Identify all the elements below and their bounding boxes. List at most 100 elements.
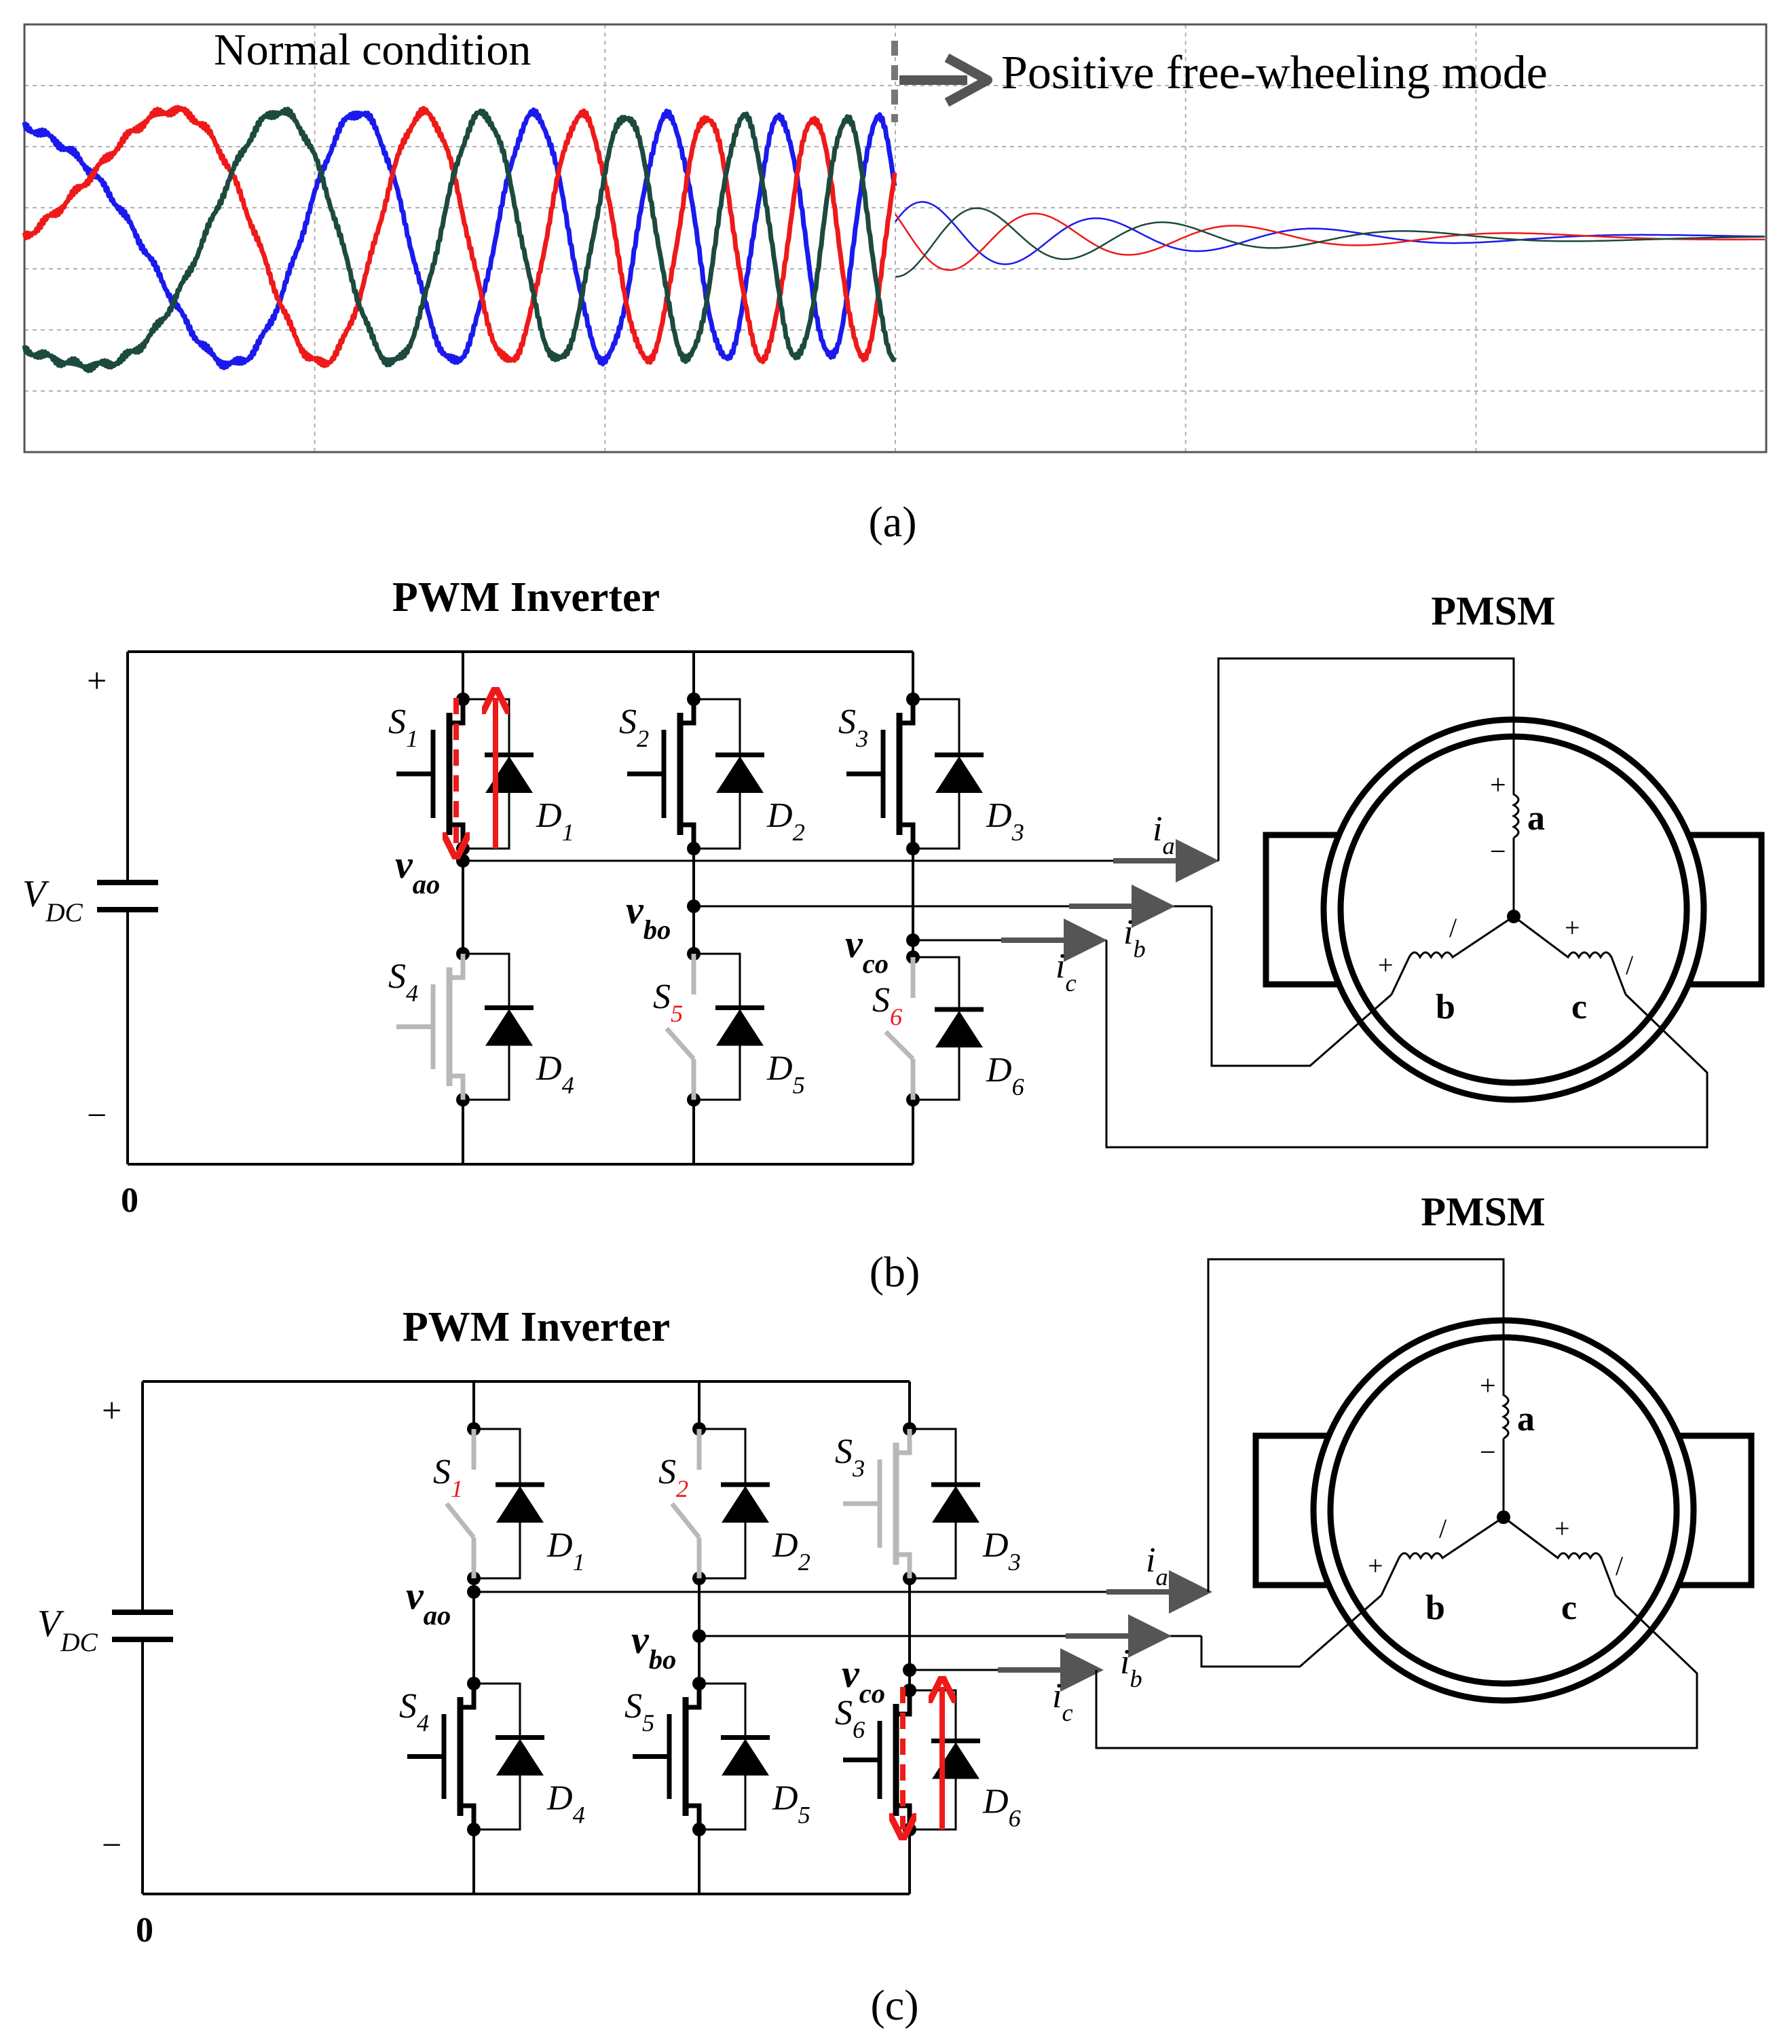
winding-b-label: b <box>1425 1588 1445 1627</box>
switch-label: S2 <box>658 1453 688 1502</box>
winding-c-coil <box>1513 915 1627 995</box>
mosfet-drain <box>686 1684 702 1710</box>
annotation-normal: Normal condition <box>214 25 531 75</box>
mosfet-source <box>449 1073 466 1100</box>
winding-a-coil <box>1501 1375 1510 1440</box>
switch-label: S1 <box>388 703 418 752</box>
diode-5: D5 <box>721 1735 810 1829</box>
current-label-b: ib <box>1123 913 1146 963</box>
switch-label: S3 <box>838 703 868 752</box>
winding-b-minus: / <box>1439 1513 1447 1544</box>
winding-c-plus: + <box>1554 1513 1570 1544</box>
diode-triangle <box>716 756 764 793</box>
diode-label: D5 <box>772 1779 810 1829</box>
node-label-co: vco <box>842 1652 885 1709</box>
mode-arrow-head <box>944 53 992 107</box>
winding-c-minus: / <box>1616 1550 1624 1581</box>
current-label-a: ia <box>1153 810 1175 859</box>
mosfet-source <box>680 822 696 849</box>
winding-b-plus: + <box>1378 950 1394 980</box>
switch-leg-s5: D5 S5 <box>624 1677 810 1836</box>
switch-leg-s2: D2 S2 <box>658 1422 810 1585</box>
switch-label: S6 <box>835 1694 865 1743</box>
winding-a-label: a <box>1517 1400 1535 1438</box>
diode-label: D1 <box>546 1526 585 1576</box>
switch-label: S4 <box>388 957 418 1007</box>
switch-blade <box>670 1502 701 1540</box>
winding-c-label: c <box>1571 988 1587 1026</box>
diode-label: D2 <box>766 796 805 846</box>
lead-a <box>1217 657 1515 861</box>
mosfet-source <box>899 822 916 849</box>
panel-label-c: (c) <box>870 1981 918 2029</box>
motor-title: PMSM <box>1421 1189 1545 1234</box>
scope-grid <box>24 24 1766 452</box>
diode-3: D3 <box>931 1482 1021 1576</box>
winding-c-minus: / <box>1626 950 1634 980</box>
ground-label: 0 <box>136 1911 153 1950</box>
lead-b <box>1210 906 1392 1067</box>
winding-a-minus: − <box>1480 1437 1496 1468</box>
switch-leg-s5: D5 S5 <box>653 947 805 1107</box>
lead-c <box>1095 1594 1698 1749</box>
switch-label: S5 <box>653 978 683 1027</box>
mosfet-drain <box>449 699 466 726</box>
annotation-mode: Positive free-wheeling mode <box>1001 47 1548 99</box>
diode-label: D5 <box>766 1049 805 1099</box>
switch-blade <box>884 1030 915 1061</box>
phase-a-current-normal <box>22 107 897 371</box>
winding-a-coil <box>1511 774 1520 839</box>
current-label-c: ic <box>1056 947 1077 997</box>
panel-label-a: (a) <box>868 498 916 546</box>
mosfet-drain <box>680 699 696 726</box>
switch-label: S2 <box>619 703 649 752</box>
node-label-bo: vbo <box>631 1618 676 1675</box>
diode-label: D6 <box>986 1051 1025 1100</box>
mosfet-drain <box>896 1429 912 1455</box>
mosfet-source <box>460 1803 477 1829</box>
panelC-content: PWM Inverter+−VDC0D1S1D4S4vaoD2S2D5S5vbo… <box>37 1189 1755 1950</box>
diode-triangle <box>932 1486 979 1523</box>
node-label-bo: vbo <box>626 888 671 945</box>
current-label-a: ia <box>1146 1541 1168 1591</box>
lead-a <box>1207 1258 1505 1592</box>
mosfet-drain <box>449 954 466 980</box>
motor-title: PMSM <box>1431 589 1555 633</box>
mosfet-source <box>896 1552 912 1578</box>
inverter-title: PWM Inverter <box>403 1304 670 1350</box>
diode-4: D4 <box>496 1735 585 1829</box>
diode-2: D2 <box>721 1482 810 1576</box>
diode-label: D2 <box>772 1526 810 1576</box>
winding-b-label: b <box>1436 988 1455 1026</box>
panel-c: PWM Inverter+−VDC0D1S1D4S4vaoD2S2D5S5vbo… <box>37 1189 1755 1950</box>
supply-plus: + <box>87 662 107 701</box>
diode-5: D5 <box>715 1005 805 1099</box>
diode-2: D2 <box>715 752 805 846</box>
inverter-title: PWM Inverter <box>392 574 660 620</box>
winding-a-label: a <box>1527 799 1545 838</box>
mosfet-source <box>686 1803 702 1829</box>
winding-b-minus: / <box>1449 912 1457 943</box>
diode-triangle <box>935 1011 983 1047</box>
supply-vdc-label: VDC <box>22 873 83 927</box>
panelB-content: PWM Inverter+−VDC0D1S1D4S4vaoD2S2D5S5vbo… <box>22 574 1765 1220</box>
diode-label: D4 <box>536 1049 574 1099</box>
diode-triangle <box>485 1009 533 1046</box>
node-label-co: vco <box>845 922 889 979</box>
winding-c-coil <box>1503 1516 1617 1596</box>
diode-3: D3 <box>935 752 1024 846</box>
switch-leg-s3: D3 S3 <box>835 1422 1021 1585</box>
winding-c-label: c <box>1561 1588 1577 1627</box>
panel-a: Normal condition Positive free-wheeling … <box>22 23 1768 546</box>
diode-triangle <box>496 1486 544 1523</box>
diode-1: D1 <box>496 1482 585 1576</box>
phase-a-current-freewheel <box>894 201 1766 265</box>
switch-label: S5 <box>624 1687 654 1736</box>
panel-b: PWM Inverter+−VDC0D1S1D4S4vaoD2S2D5S5vbo… <box>22 574 1765 1220</box>
winding-c-plus: + <box>1565 912 1580 943</box>
switch-label: S3 <box>835 1432 865 1482</box>
winding-b-coil <box>1380 1516 1504 1596</box>
node-label-ao: vao <box>406 1574 451 1631</box>
